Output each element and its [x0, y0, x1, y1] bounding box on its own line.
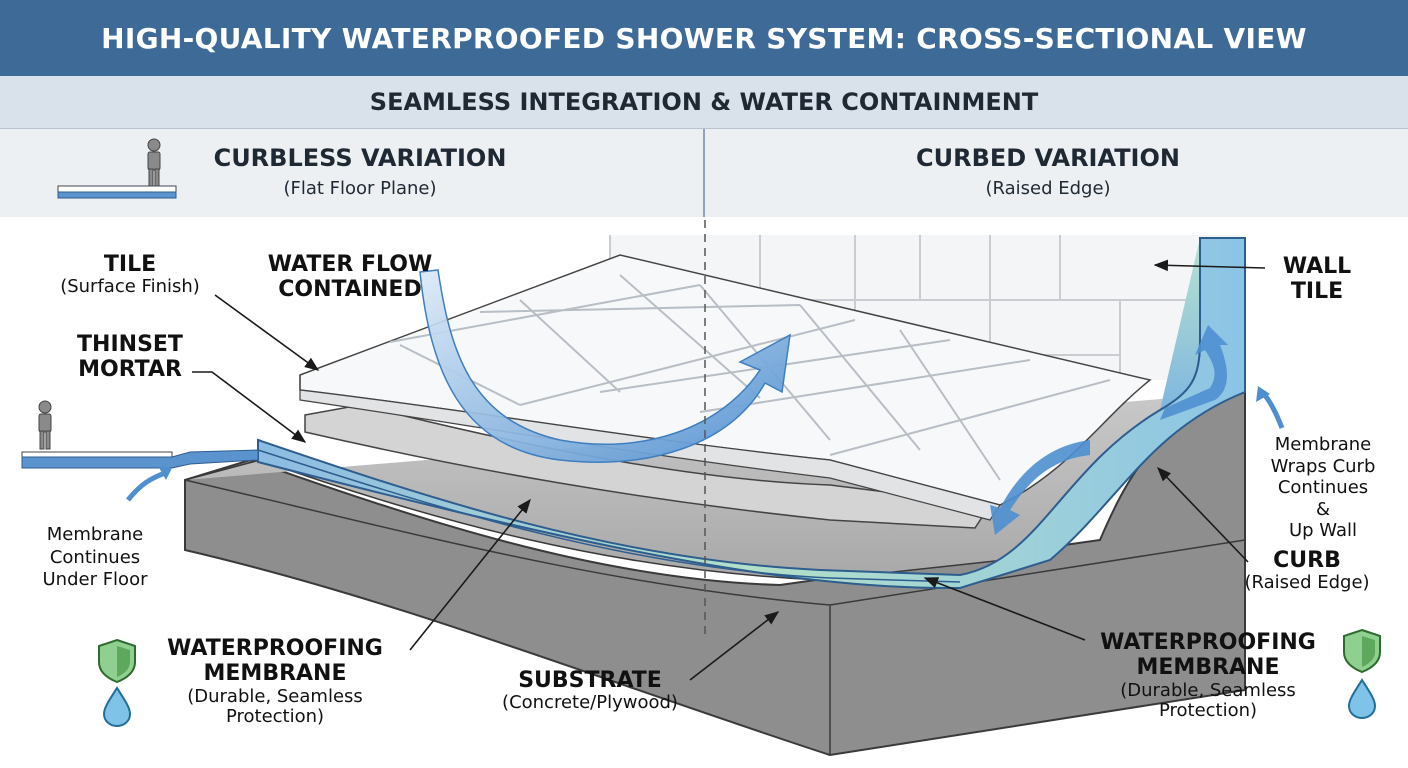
wall-tile-label: WALL TILE	[1262, 254, 1372, 305]
membrane-right-sub1: (Durable, Seamless	[1120, 679, 1296, 701]
tile-label: TILE (Surface Finish)	[30, 252, 230, 298]
curbless-title: CURBLESS VARIATION	[213, 144, 507, 172]
curbless-approach-icon	[21, 400, 259, 469]
substrate-title: SUBSTRATE	[518, 668, 662, 693]
thinset-line2: MORTAR	[78, 357, 182, 383]
membrane-under-floor-label: Membrane Continues Under Floor	[20, 524, 170, 592]
tile-label-sub: (Surface Finish)	[60, 276, 200, 298]
membrane-wraps-line1: Membrane	[1274, 434, 1372, 455]
membrane-right-line1: WATERPROOFING	[1100, 630, 1316, 655]
wall-flow-arrow	[1160, 325, 1228, 420]
mini-floor-slab	[57, 185, 177, 193]
membrane-right-line2: MEMBRANE	[1136, 655, 1280, 681]
membrane-wraps-line3: Continues	[1277, 477, 1369, 499]
mini-membrane-strip	[57, 191, 177, 199]
thinset-line1: THINSET	[77, 332, 183, 357]
person-icon	[147, 138, 161, 188]
water-flow-arrow	[419, 269, 791, 463]
page-title: HIGH-QUALITY WATERPROOFED SHOWER SYSTEM:…	[0, 0, 1408, 76]
membrane-under-floor-line1: Membrane	[46, 524, 144, 545]
water-drop-icon	[102, 686, 132, 728]
curbed-title: CURBED VARIATION	[916, 144, 1180, 172]
variation-divider	[703, 129, 705, 217]
membrane-left-line1: WATERPROOFING	[167, 636, 383, 661]
wall-tile-line2: TILE	[1290, 279, 1344, 305]
membrane-under-floor-arrow	[126, 469, 169, 502]
membrane-wraps-line4: &	[1315, 498, 1331, 520]
membrane-left-line2: MEMBRANE	[203, 661, 347, 687]
substrate-label: SUBSTRATE (Concrete/Plywood)	[470, 668, 710, 714]
curbless-subtitle: (Flat Floor Plane)	[283, 178, 437, 199]
membrane-wraps-line2: Wraps Curb	[1270, 455, 1376, 477]
membrane-left-label: WATERPROOFING MEMBRANE (Durable, Seamles…	[140, 636, 410, 728]
water-flow-label: WATER FLOW CONTAINED	[240, 252, 460, 303]
curbed-subtitle: (Raised Edge)	[985, 178, 1111, 199]
water-drop-icon	[1347, 678, 1377, 720]
curb-sub: (Raised Edge)	[1244, 572, 1370, 594]
wall-tile-line1: WALL	[1282, 254, 1352, 279]
thinset-label: THINSET MORTAR	[40, 332, 220, 383]
membrane-under-floor-line2: Continues	[49, 546, 141, 568]
substrate-sub: (Concrete/Plywood)	[502, 692, 678, 714]
curb-flow-arrow	[990, 440, 1090, 535]
membrane-wraps-line5: Up Wall	[1288, 520, 1357, 542]
water-flow-line2: CONTAINED	[278, 277, 422, 303]
water-flow-line1: WATER FLOW	[267, 252, 433, 277]
curb-title: CURB	[1273, 548, 1341, 573]
membrane-wraps-label: Membrane Wraps Curb Continues & Up Wall	[1248, 434, 1398, 542]
membrane-wraps-arrow	[1260, 390, 1285, 429]
curb-label: CURB (Raised Edge)	[1222, 548, 1392, 594]
membrane-right-sub2: Protection)	[1158, 700, 1258, 722]
membrane-under-floor-line3: Under Floor	[42, 569, 148, 590]
shield-icon	[1343, 628, 1381, 674]
tile-label-title: TILE	[103, 252, 157, 277]
shield-icon	[98, 638, 136, 684]
membrane-left-sub1: (Durable, Seamless	[187, 685, 363, 707]
page-subtitle: SEAMLESS INTEGRATION & WATER CONTAINMENT	[0, 76, 1408, 129]
leader-lines	[192, 259, 1266, 681]
waterproofing-membrane-band	[257, 237, 1246, 590]
membrane-right-label: WATERPROOFING MEMBRANE (Durable, Seamles…	[1076, 630, 1340, 722]
membrane-left-sub2: Protection)	[225, 706, 325, 728]
